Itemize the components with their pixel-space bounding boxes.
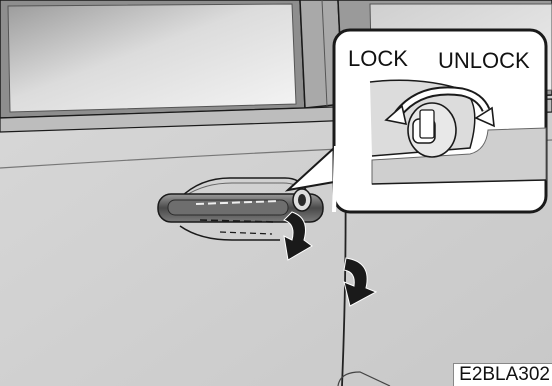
figure-code: E2BLA302 xyxy=(453,363,552,386)
front-window xyxy=(0,0,305,118)
handle-key-cylinder xyxy=(293,189,311,211)
unlock-label: UNLOCK xyxy=(438,48,530,73)
lock-label: LOCK xyxy=(348,46,408,71)
